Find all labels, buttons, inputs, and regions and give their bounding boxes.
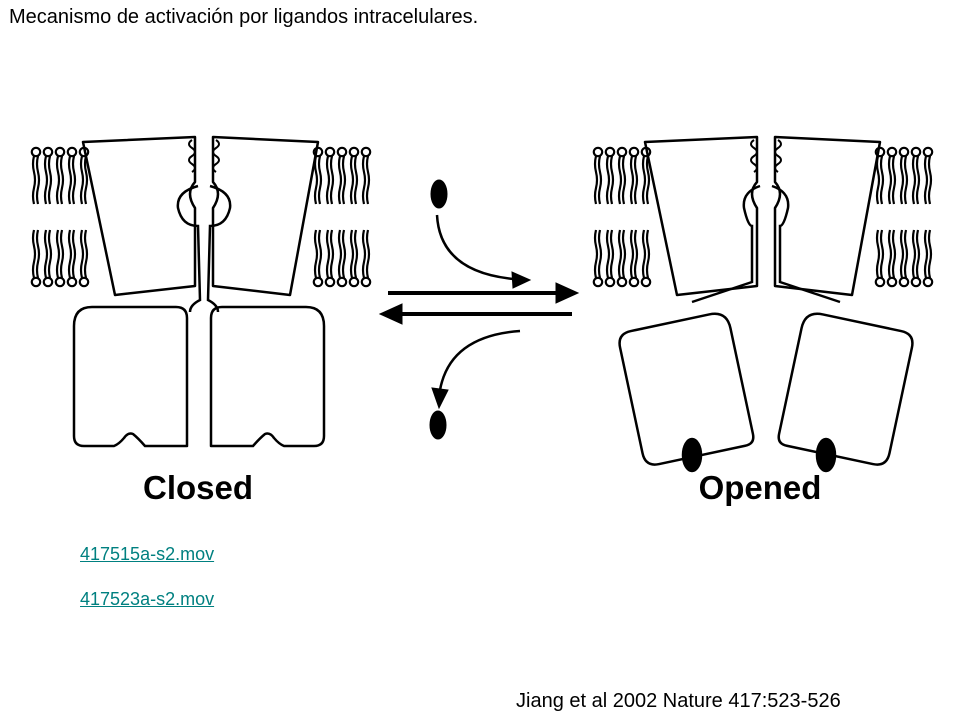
equilibrium-arrows	[378, 179, 580, 440]
closed-right-membrane	[314, 148, 370, 286]
closed-channel	[32, 135, 370, 448]
opened-left-membrane	[594, 148, 650, 286]
opened-right-membrane	[876, 148, 932, 286]
binding-arrowhead	[511, 271, 532, 289]
closed-left-membrane	[32, 148, 88, 286]
bound-ligand-left	[681, 437, 703, 473]
closed-selectivity-filter	[188, 139, 220, 173]
movie-link-417523a[interactable]: 417523a-s2.mov	[80, 589, 215, 609]
closed-pore-cavity	[176, 184, 232, 313]
opened-right-transmembrane-domain	[773, 135, 882, 297]
closed-state-label: Closed	[143, 469, 253, 506]
closed-right-transmembrane-domain	[211, 135, 320, 297]
movie-link-417515a[interactable]: 417515a-s2.mov	[80, 544, 215, 564]
opened-state-label: Opened	[699, 469, 822, 506]
opened-selectivity-filter	[750, 139, 782, 173]
release-arrow	[438, 329, 521, 391]
slide-title: Mecanismo de activación por ligandos int…	[9, 6, 479, 28]
opened-right-gating-domain	[777, 312, 914, 466]
opened-channel	[594, 135, 932, 473]
opened-pore-cavity	[691, 184, 841, 304]
ligand-free	[430, 179, 448, 209]
closed-right-gating-domain	[209, 305, 326, 448]
binding-arrow	[435, 214, 515, 281]
bound-ligand-right	[815, 437, 837, 473]
ligand-released	[429, 410, 447, 440]
forward-arrowhead	[555, 282, 580, 304]
closed-left-gating-domain	[72, 305, 189, 448]
release-arrowhead	[431, 387, 449, 410]
citation: Jiang et al 2002 Nature 417:523-526	[516, 690, 841, 712]
opened-left-transmembrane-domain	[643, 135, 759, 297]
closed-left-transmembrane-domain	[81, 135, 197, 297]
reverse-arrowhead	[378, 303, 403, 325]
opened-left-gating-domain	[618, 312, 755, 466]
